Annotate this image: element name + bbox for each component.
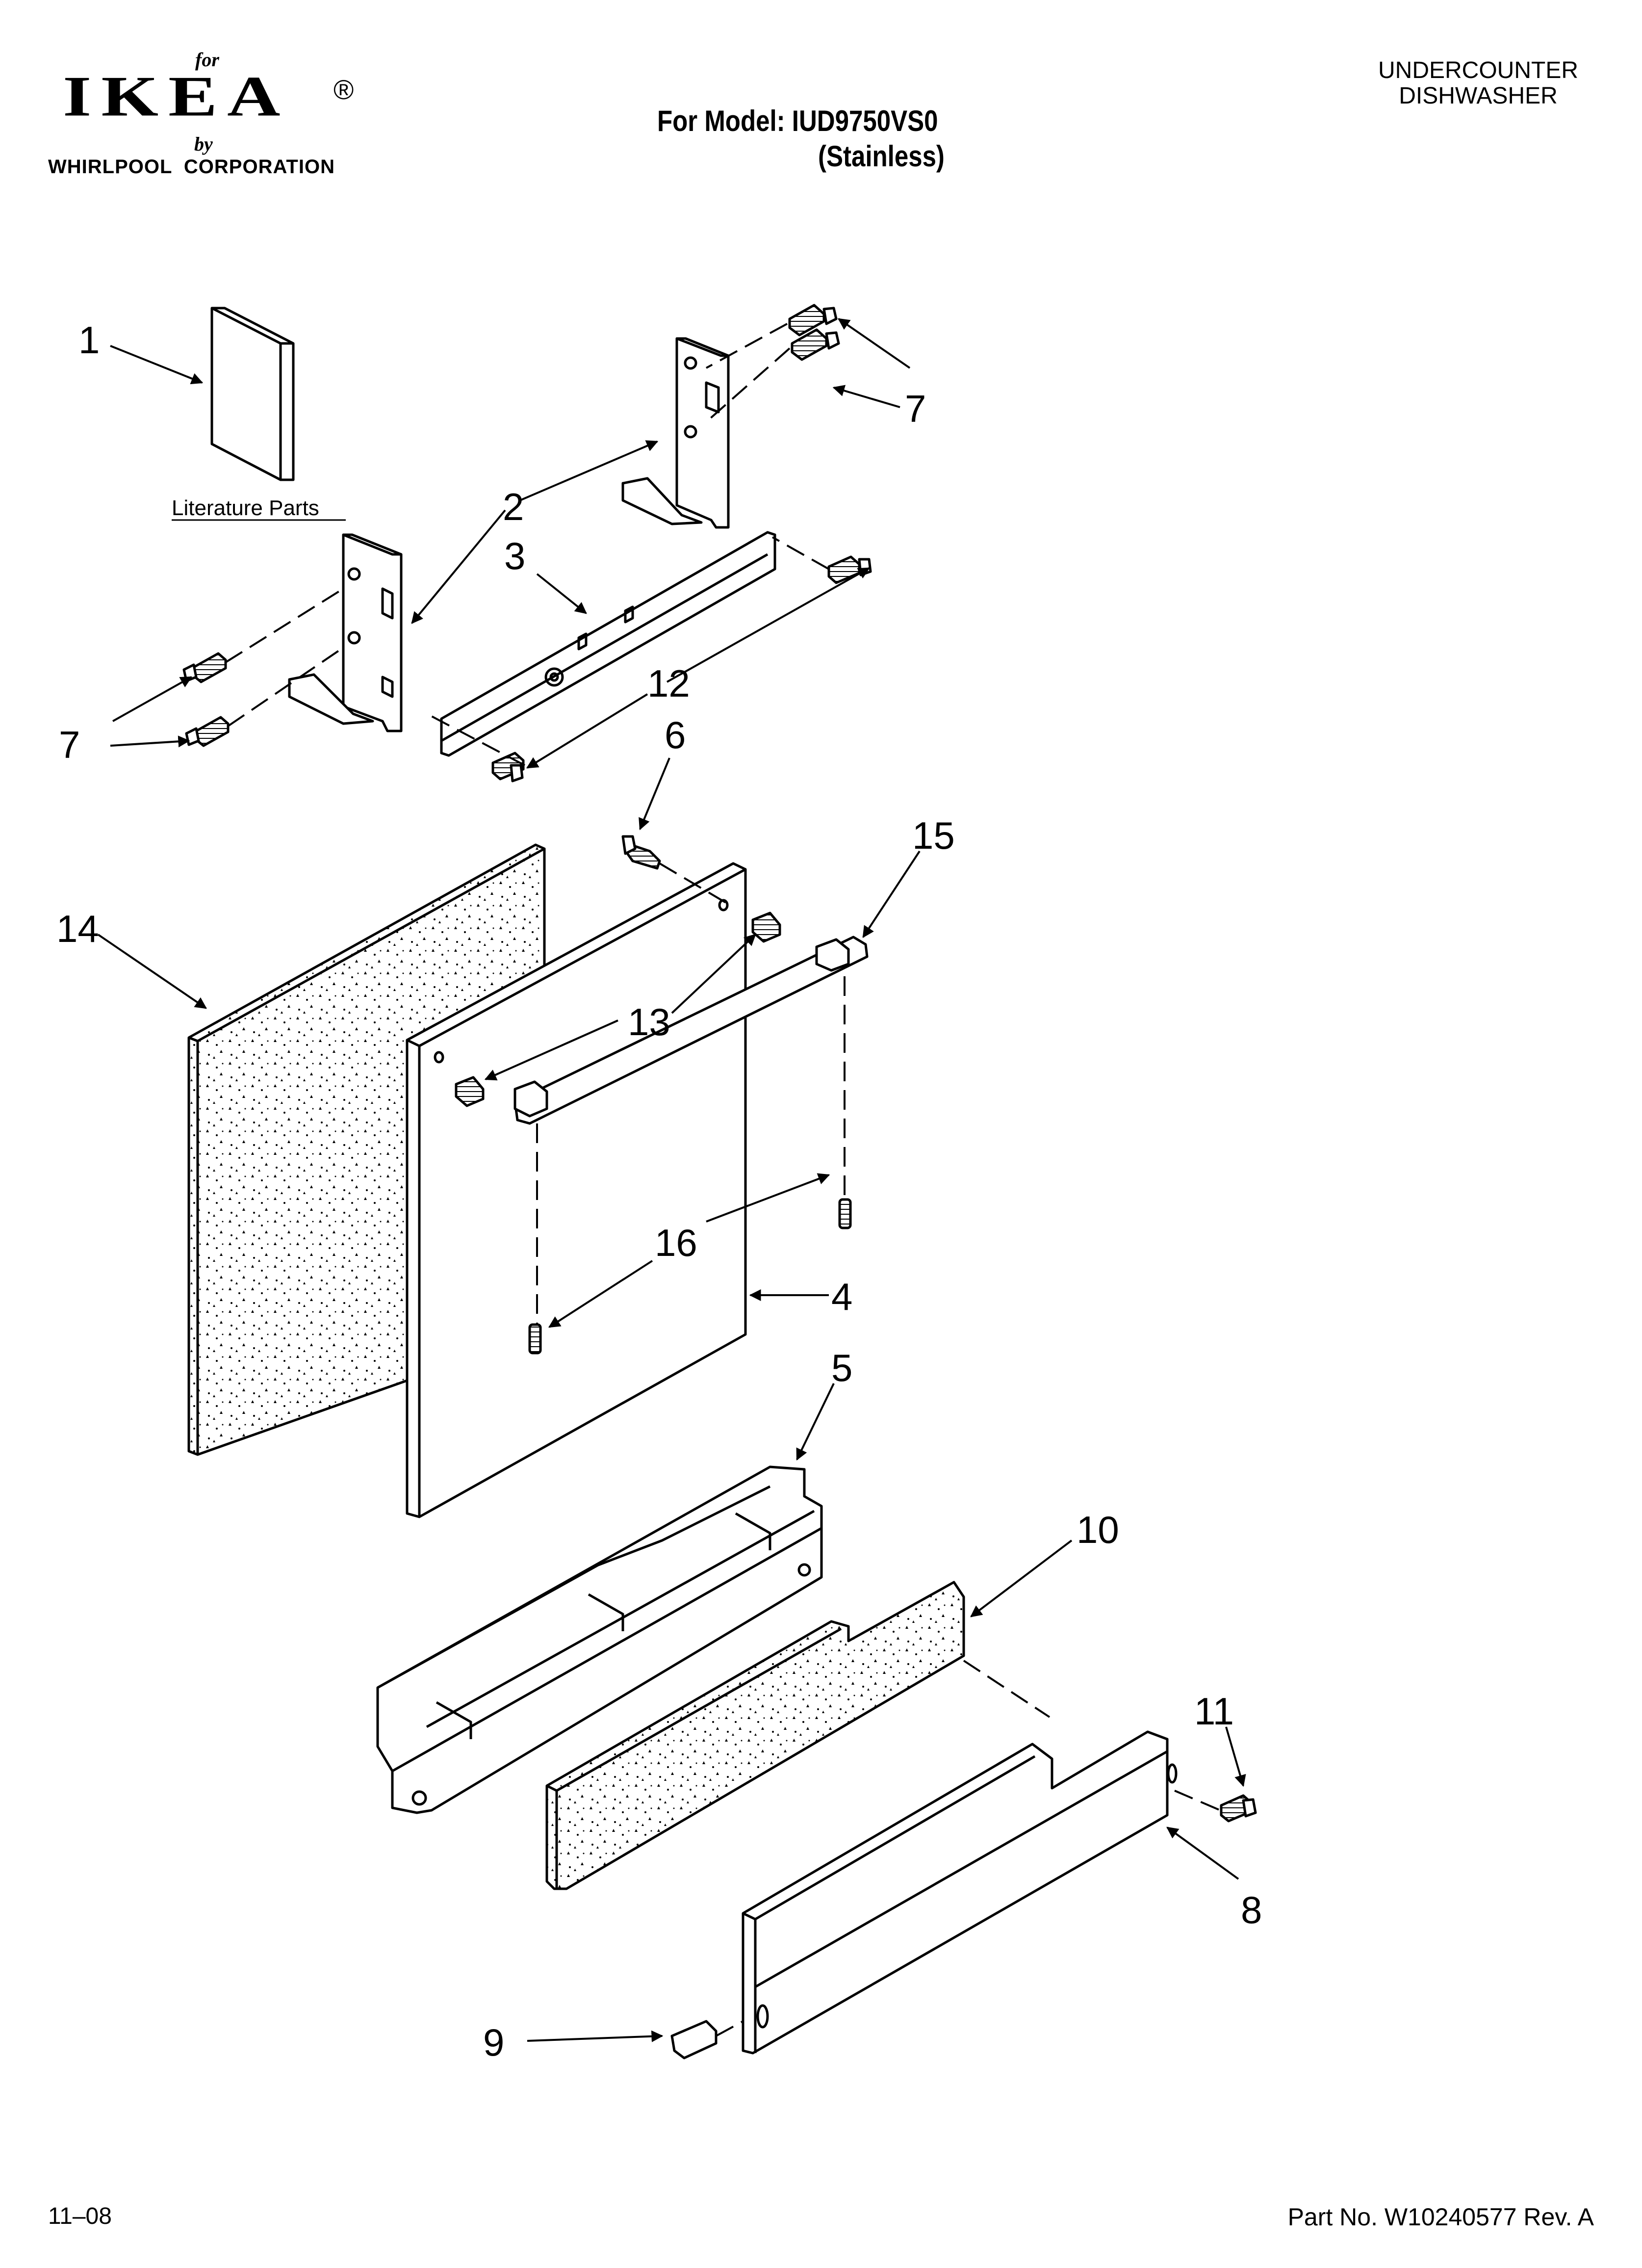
right-mounting-bracket <box>621 337 730 529</box>
callout-leaders <box>97 318 1246 2042</box>
set-screw-left <box>528 1323 542 1355</box>
callout-3: 3 <box>504 534 525 577</box>
handle-standoff-right <box>751 912 781 943</box>
callout-6: 6 <box>665 713 686 756</box>
callout-9: 9 <box>483 2021 504 2064</box>
inner-door-panel <box>406 862 747 1518</box>
appliance-type: UNDERCOUNTER DISHWASHER <box>1378 58 1578 109</box>
toe-panel-insulation <box>545 1581 965 1890</box>
callout-4: 4 <box>831 1275 852 1318</box>
callout-10: 10 <box>1077 1508 1119 1551</box>
logo-by-text: by <box>194 133 213 155</box>
callout-11: 11 <box>1194 1690 1234 1733</box>
callout-12: 12 <box>647 662 690 705</box>
callout-labels: 1 2 3 4 5 6 7 7 8 9 10 11 12 13 14 15 16 <box>56 318 1262 2064</box>
callout-7-left: 7 <box>59 723 80 766</box>
toe-panel-bracket <box>376 1465 823 1814</box>
appliance-line-2: DISHWASHER <box>1399 82 1558 109</box>
toe-panel <box>742 1730 1178 2055</box>
door-handle <box>513 936 869 1125</box>
date-code: 11–08 <box>48 2203 112 2229</box>
part-number: Part No. W10240577 Rev. A <box>1287 2203 1594 2231</box>
literature-parts-label: Literature Parts <box>172 496 319 520</box>
callout-8: 8 <box>1241 1888 1262 1931</box>
callout-13: 13 <box>628 1000 670 1043</box>
model-finish: (Stainless) <box>818 140 945 173</box>
handle-standoff-left <box>455 1076 485 1107</box>
callout-2: 2 <box>503 485 524 528</box>
left-mounting-bracket <box>288 533 403 732</box>
callout-14: 14 <box>56 907 99 950</box>
ikea-logo: IKEA <box>63 64 290 129</box>
callout-5: 5 <box>831 1346 852 1389</box>
logo-corporation-text: WHIRLPOOL CORPORATION <box>48 156 335 178</box>
appliance-line-1: UNDERCOUNTER <box>1378 57 1578 83</box>
literature-booklet <box>210 307 295 481</box>
callout-15: 15 <box>912 814 955 857</box>
screw-11 <box>1220 1794 1257 1823</box>
screw-7-upper-right <box>788 304 838 337</box>
callout-7-right: 7 <box>905 387 926 430</box>
mounting-rail <box>440 531 776 757</box>
screw-7-lower-left <box>185 716 230 747</box>
toe-panel-clip <box>670 2020 718 2059</box>
screw-7-lower-right <box>791 328 840 361</box>
model-title: For Model: IUD9750VS0 <box>657 104 938 137</box>
callout-16: 16 <box>655 1221 697 1264</box>
logo-for-text: for <box>195 49 219 71</box>
callout-1: 1 <box>78 318 100 362</box>
registered-mark: ® <box>334 74 354 105</box>
set-screw-right <box>838 1198 852 1229</box>
screw-6 <box>621 835 661 870</box>
assembly-guide-lines <box>225 323 1221 2037</box>
